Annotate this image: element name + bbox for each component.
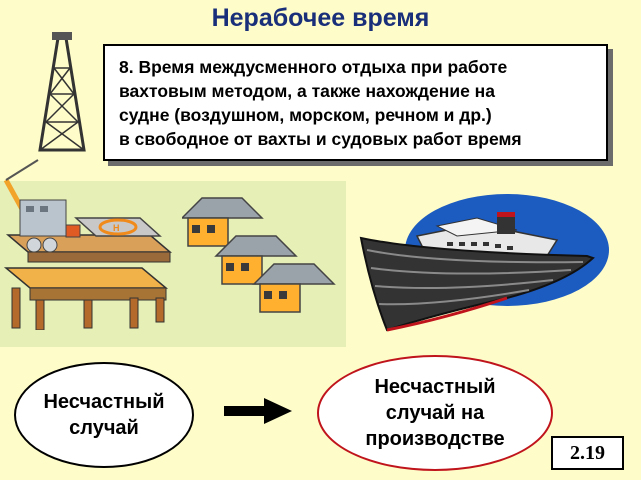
house-icon: [252, 263, 336, 313]
definition-textbox: 8. Время междусменного отдыха при работе…: [103, 44, 608, 161]
work-accident-oval: Несчастный случай на производстве: [317, 355, 553, 471]
houses-icon: [182, 197, 336, 313]
accident-line: Несчастный: [43, 391, 165, 413]
definition-line: 8. Время междусменного отдыха при работе: [119, 57, 508, 77]
svg-text:H: H: [113, 223, 120, 233]
work-accident-line: Несчастный: [374, 376, 496, 398]
slide-title: Нерабочее время: [211, 4, 430, 32]
ship-icon: [359, 194, 609, 332]
right-arrow-icon: [224, 398, 292, 424]
page-number: 2.19: [551, 436, 624, 470]
oil-platform-icon: H: [3, 32, 173, 330]
work-accident-line: производстве: [365, 428, 505, 450]
work-accident-line: случай на: [385, 402, 485, 424]
definition-line: в свободное от вахты и судовых работ вре…: [119, 129, 522, 149]
accident-oval: Несчастный случай: [14, 362, 194, 468]
definition-line: судне (воздушном, морском, речном и др.): [119, 105, 492, 125]
definition-line: вахтовым методом, а также нахождение на: [119, 81, 495, 101]
house-icon: [182, 197, 264, 247]
house-icon: [214, 235, 298, 285]
accident-line: случай: [69, 417, 139, 439]
